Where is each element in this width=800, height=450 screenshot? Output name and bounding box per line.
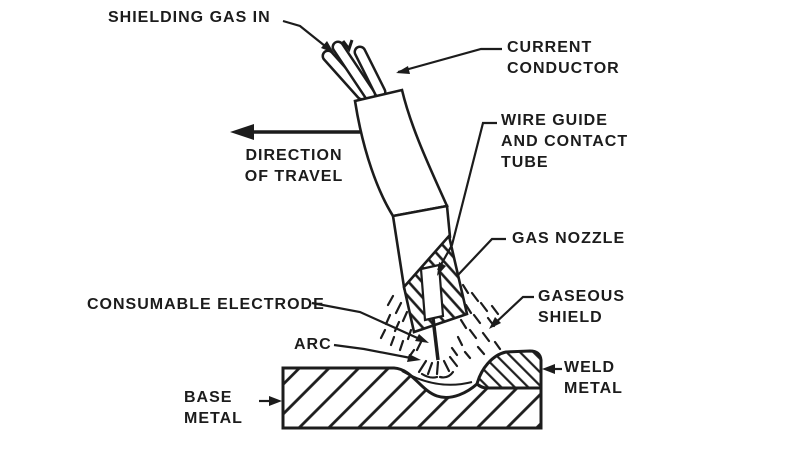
leader-arrowheads: [269, 41, 555, 406]
cable-tubes: [321, 40, 387, 102]
arrowhead-current-conductor: [396, 66, 410, 74]
label-weld-metal: WELD METAL: [564, 359, 623, 397]
arrowhead-weld-metal: [542, 364, 555, 374]
arrowhead-base-metal: [269, 396, 282, 406]
leader-wire-guide: [437, 121, 497, 271]
label-direction-of-travel: DIRECTION OF TRAVEL: [244, 147, 344, 185]
leader-shielding-gas: [282, 19, 331, 51]
label-shielding-gas-in: SHIELDING GAS IN: [108, 9, 271, 26]
arrowhead-wire-guide: [437, 262, 446, 276]
label-gas-nozzle: GAS NOZZLE: [512, 230, 626, 247]
leader-gaseous-shield: [491, 295, 534, 327]
electrode-wire: [431, 317, 440, 361]
weld-pool-surface: [401, 370, 473, 386]
label-gaseous-shield: GASEOUS SHIELD: [538, 288, 626, 326]
gooseneck-body: [353, 88, 449, 218]
label-current-conductor: CURRENT CONDUCTOR: [507, 39, 620, 77]
leader-current-conductor: [397, 47, 502, 74]
leader-consumable-electrode: [311, 301, 425, 343]
gaseous-shield-dashes: [379, 283, 502, 360]
leader-gas-nozzle: [457, 237, 506, 276]
arc-sparks: [417, 355, 459, 379]
weld-metal-bead: [475, 349, 543, 390]
label-consumable-electrode: CONSUMABLE ELECTRODE: [87, 296, 325, 313]
arrowhead-gas-nozzle: [456, 265, 468, 277]
arrowhead-arc: [407, 354, 421, 362]
arrowhead-consumable-electrode: [415, 334, 429, 343]
contact-tube-shape: [419, 263, 445, 322]
arrowhead-shielding-gas: [321, 41, 334, 53]
leader-arc: [333, 343, 417, 361]
direction-arrow-icon: [230, 124, 360, 140]
arrowhead-gaseous-shield: [489, 317, 501, 329]
label-arc: ARC: [294, 336, 332, 353]
tube-end-mark: [341, 39, 354, 53]
label-wire-guide-contact-tube: WIRE GUIDE AND CONTACT TUBE: [501, 112, 629, 171]
label-base-metal: BASE METAL: [184, 389, 243, 427]
